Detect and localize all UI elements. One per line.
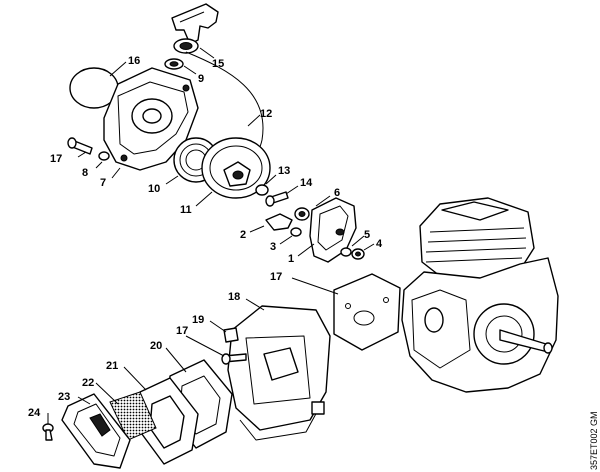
nut [290,227,302,237]
screw-25 [42,423,54,441]
screw-20 [223,327,239,343]
callout-25: 24 [28,407,41,419]
callout-11: 11 [180,204,192,216]
callout-24: 23 [58,391,70,403]
crankcase [401,257,559,393]
callout-18: 17 [270,271,282,283]
spacer-sleeve [98,151,110,161]
callout-labels: 15 9 16 12 17 8 7 10 11 13 14 6 2 3 1 5 … [28,55,383,419]
callout-9: 9 [198,73,204,85]
callout-15: 15 [212,58,224,70]
callout-14: 14 [300,177,313,189]
callout-2: 2 [240,229,246,241]
callout-20: 19 [192,314,204,326]
callout-1: 1 [288,253,294,265]
fan-housing [103,67,199,171]
spark-plug-boot [265,213,293,231]
hex-nut-top [294,207,310,221]
muffler [227,305,331,441]
rope-guide-bushing [164,58,184,70]
drawing-code: 357ET002 GM [589,411,599,470]
leader-lines [47,47,375,424]
callout-19: 18 [228,291,240,303]
callout-16: 16 [128,55,140,67]
spark-arrestor-screen [109,391,157,441]
rotor-screw [265,191,289,207]
washer-small [340,247,352,257]
spark-arrestor-cover [135,377,199,465]
callout-22: 21 [106,360,118,372]
callout-12: 12 [260,108,272,120]
washer [255,184,269,196]
muffler-gasket [333,273,401,351]
hex-nut [351,248,365,260]
callout-3: 3 [270,241,276,253]
callout-6: 6 [334,187,340,199]
callout-13: 13 [278,165,290,177]
callout-17-bottom: 17 [176,325,188,337]
callout-7: 7 [100,177,106,189]
screw-lower [221,353,247,365]
callout-10: 10 [148,183,160,195]
screw-top [67,137,93,155]
callout-5: 5 [364,229,370,241]
callout-17-top: 17 [50,153,62,165]
starter-grip [171,3,219,54]
baffle-plate [61,393,131,469]
callout-4: 4 [376,238,383,250]
callout-23: 22 [82,377,94,389]
callout-8: 8 [82,167,88,179]
engine-cylinder [419,197,535,281]
callout-21: 20 [150,340,162,352]
rope-rotor [201,137,271,199]
